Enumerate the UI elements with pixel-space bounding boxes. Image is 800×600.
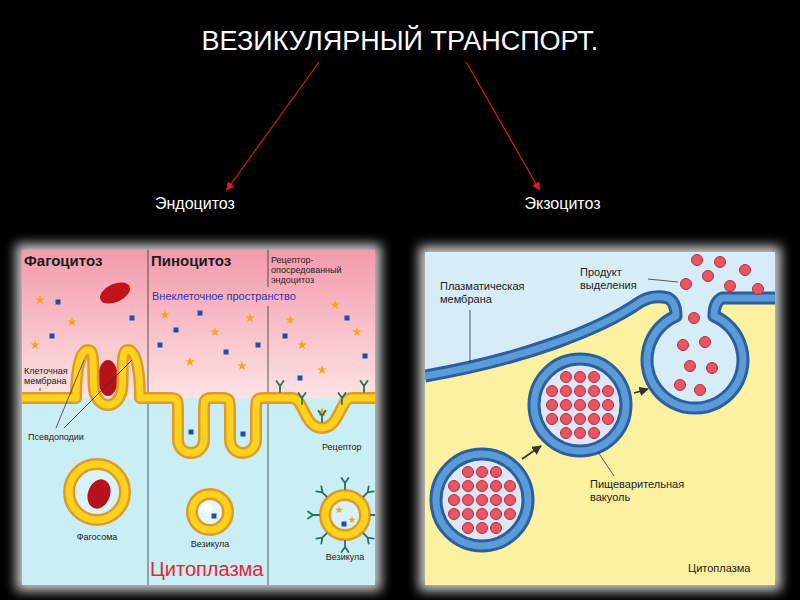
part-label: Рецептор: [322, 442, 362, 453]
receptors: [277, 381, 368, 422]
movement-arrow: [522, 446, 541, 459]
node-text: Эндоцитоз: [155, 195, 237, 213]
node-text: Экзоцитоз: [525, 195, 604, 213]
cell-membrane: [22, 350, 375, 453]
section-title: Рецептор-опосредованный эндоцитоз: [271, 255, 351, 285]
section-title: Пиноцитоз: [151, 252, 231, 270]
part-label: Пищеварительная вакуоль: [590, 478, 695, 504]
region-label: Внеклеточное пространство: [152, 290, 296, 303]
section-divider: [268, 306, 269, 585]
movement-arrow: [634, 389, 648, 393]
connector-arrow: [466, 62, 539, 190]
part-label: Плазматическая мембрана: [440, 280, 540, 306]
cytoplasm-ground: [425, 252, 775, 585]
region-label: Цитоплазма: [150, 557, 263, 581]
exocytosis-panel: [425, 252, 775, 585]
leader-line: [598, 452, 614, 476]
panel-glow: [16, 244, 381, 591]
part-label: Клеточная мембрана: [24, 366, 76, 386]
part-label: Везикула: [320, 552, 370, 563]
panel-glow: [419, 246, 781, 591]
category-node: Экзоцитоз: [521, 193, 608, 215]
part-label: Фагосома: [72, 532, 122, 543]
secretory-vesicle: [436, 454, 528, 546]
section-title: Фагоцитоз: [24, 252, 102, 270]
coated-vesicle: [308, 478, 375, 552]
endocytosis-panel: [22, 250, 375, 585]
cytoplasm-ground: [22, 250, 375, 585]
leader-line: [470, 310, 471, 362]
region-label: Цитоплазма: [688, 562, 750, 575]
connector-arrow: [227, 62, 319, 190]
part-label: Продукт выделения: [580, 266, 658, 292]
category-node: Эндоцитоз: [151, 193, 241, 215]
title-node: ВЕЗИКУЛЯРНЫЙ ТРАНСПОРТ.: [198, 24, 605, 59]
secretory-vesicle: [534, 359, 626, 451]
secretion-product: [675, 255, 764, 396]
leader-line: [40, 388, 41, 391]
leader-line: [64, 360, 132, 428]
bacterium: [97, 278, 134, 308]
phagosome: [69, 464, 125, 520]
section-divider: [148, 250, 149, 585]
part-label: Везикула: [185, 539, 235, 550]
part-label: Псевдоподии: [28, 432, 84, 443]
section-divider: [268, 250, 269, 287]
node-text: ВЕЗИКУЛЯРНЫЙ ТРАНСПОРТ.: [202, 26, 601, 57]
pinocytic-vesicle: [192, 494, 228, 530]
leader-line: [648, 279, 678, 282]
